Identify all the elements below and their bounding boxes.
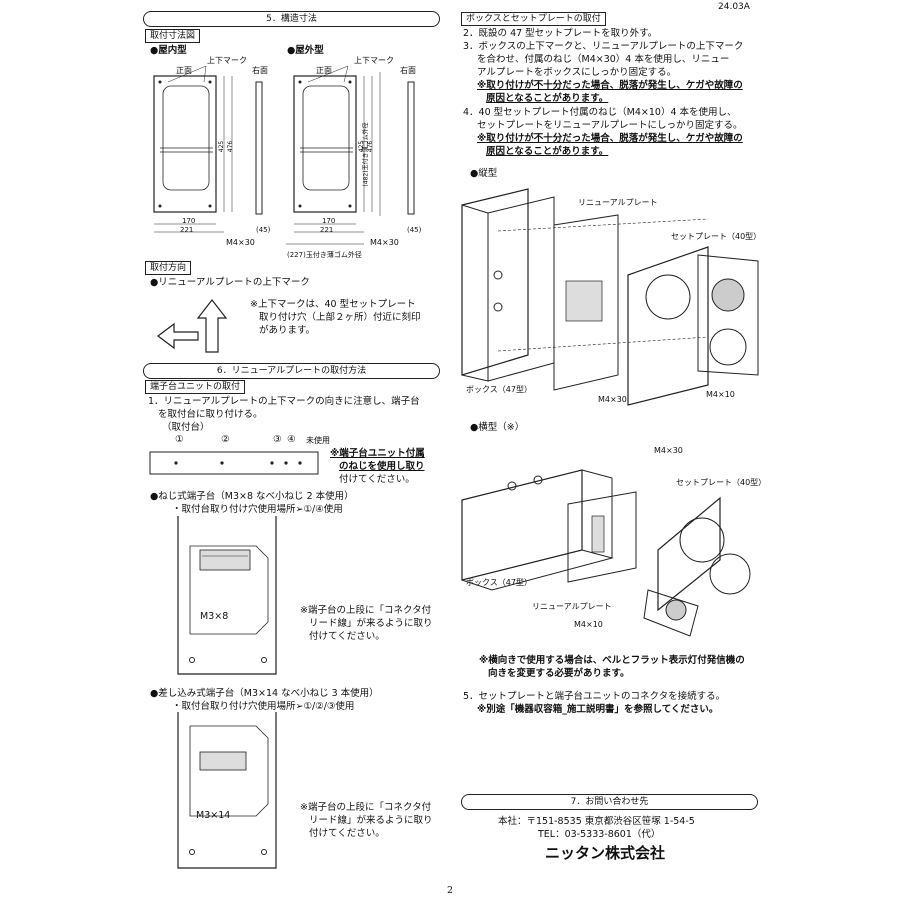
indoor-screw: M4×30	[226, 238, 255, 247]
indoor-170: 170	[182, 217, 196, 225]
horizontal-note2: 向きを変更する必要があります。	[488, 668, 630, 679]
push-terminal-drawing	[177, 712, 277, 869]
box-warning2a: ※取り付けが不十分だった場合、脱落が発生し、ケガや故障の	[477, 133, 743, 144]
section-7-title: 7．お問い合わせ先	[461, 794, 758, 810]
outdoor-221: 221	[320, 226, 334, 234]
horizontal-note1: ※横向きで使用する場合は、ベルとフラット表示灯付発信機の	[479, 655, 745, 666]
indoor-drawing	[153, 65, 263, 233]
horizontal-m430-label: M4×30	[654, 446, 683, 455]
screw-note3: 付けてください。	[309, 631, 385, 642]
box-warning2b: 原因となることがあります。	[486, 146, 609, 157]
screw-note2: リード線」が来るように取り	[309, 618, 433, 629]
vertical-title: ●縦型	[470, 168, 498, 179]
screw-type-title: ●ねじ式端子台（M3×8 なべ小ねじ 2 本使用）	[150, 491, 354, 502]
push-note1: ※端子台の上段に「コネクタ付	[300, 802, 432, 813]
screw-terminal-drawing	[177, 516, 277, 675]
outdoor-227: (227)玉付き薄ゴム外径	[287, 251, 362, 259]
mount-note3: 付けてください。	[339, 474, 415, 485]
box-tag: ボックスとセットプレートの取付	[461, 12, 606, 26]
horizontal-m410-label: M4×10	[574, 620, 603, 629]
horizontal-box-label: ボックス（47型）	[466, 578, 532, 587]
outdoor-482: (482)玉付き薄ゴム外径	[362, 122, 370, 187]
outdoor-45: (45)	[407, 226, 422, 234]
horizontal-title: ●横型（※）	[470, 422, 525, 433]
page-number: 2	[447, 885, 454, 896]
section-5-title: 5．構造寸法	[143, 11, 440, 27]
push-type-title: ●差し込み式端子台（M3×14 なべ小ねじ 3 本使用）	[150, 688, 379, 699]
indoor-mark-label: 上下マーク	[207, 56, 247, 65]
outdoor-screw: M4×30	[370, 238, 399, 247]
m314-label: M3×14	[196, 810, 231, 821]
doc-code: 24.03A	[718, 2, 750, 12]
hole-1: ①	[175, 434, 184, 445]
box-step3b: を合わせ、付属のねじ（M4×30）4 本を使用し、リニュー	[477, 54, 730, 65]
mount-plate-drawing	[149, 451, 319, 475]
push-holes: ・取付台取り付け穴使用場所➢①/②/③使用	[172, 701, 355, 712]
mount-note2: のねじを使用し取り	[339, 461, 425, 472]
horizontal-set-label: セットプレート（40型）	[676, 478, 767, 487]
indoor-front-label: 正面	[176, 66, 192, 75]
push-note3: 付けてください。	[309, 828, 385, 839]
outdoor-mark-label: 上下マーク	[354, 56, 394, 65]
hole-2: ②	[221, 434, 230, 445]
m38-label: M3×8	[200, 611, 229, 622]
step1-line1: 1．リニューアルプレートの上下マークの向きに注意し、端子台	[148, 396, 420, 407]
box-warning1a: ※取り付けが不十分だった場合、脱落が発生し、ケガや故障の	[477, 80, 743, 91]
dimension-tag: 取付寸法図	[145, 29, 201, 43]
hole-4: ④	[287, 434, 296, 445]
up-down-mark-icon	[157, 299, 228, 353]
direction-note2: 取り付け穴（上部２ヶ所）付近に刻印	[259, 312, 421, 323]
indoor-476: 476	[227, 140, 235, 153]
hole-3: ③	[273, 434, 282, 445]
vertical-box-label: ボックス（47型）	[466, 385, 532, 394]
vertical-m430-label: M4×30	[598, 395, 627, 404]
mount-note1: ※端子台ユニット付属	[330, 448, 425, 459]
outdoor-side-label: 右面	[400, 66, 416, 75]
box-warning1b: 原因となることがあります。	[486, 93, 609, 104]
outdoor-drawing	[286, 65, 415, 245]
indoor-221: 221	[180, 226, 194, 234]
company-name: ニッタン株式会社	[545, 844, 666, 862]
push-note2: リード線」が来るように取り	[309, 815, 433, 826]
box-step3a: 3．ボックスの上下マークと、リニューアルプレートの上下マーク	[463, 41, 744, 52]
direction-note1: ※上下マークは、40 型セットプレート	[250, 299, 416, 310]
vertical-m410-label: M4×10	[706, 390, 735, 399]
direction-note3: があります。	[259, 325, 316, 336]
screw-holes: ・取付台取り付け穴使用場所➢①/④使用	[172, 504, 343, 515]
unused-label: 未使用	[306, 436, 330, 445]
vertical-set-label: セットプレート（40型）	[671, 232, 762, 241]
horizontal-renewal-label: リニューアルプレート	[532, 602, 612, 611]
terminal-tag: 端子台ユニットの取付	[145, 380, 246, 394]
box-step4b: セットプレートをリニューアルプレートにしっかり固定する。	[477, 120, 743, 131]
box-step5-note: ※別途「機器収容箱_施工説明書」を参照してください。	[477, 704, 719, 715]
vertical-assembly-drawing	[461, 188, 759, 406]
direction-line1: ●リニューアルプレートの上下マーク	[150, 277, 310, 288]
box-step5: 5．セットプレートと端子台ユニットのコネクタを接続する。	[463, 691, 726, 702]
vertical-renewal-label: リニューアルプレート	[578, 198, 658, 207]
box-step4a: 4．40 型セットプレート付属のねじ（M4×10）4 本を使用し、	[463, 107, 737, 118]
indoor-title: ●屋内型	[150, 45, 187, 56]
outdoor-front-label: 正面	[316, 66, 332, 75]
step1-line2: を取付台に取り付ける。	[158, 409, 263, 420]
direction-tag: 取付方向	[145, 261, 192, 275]
section-6-title: 6．リニューアルプレートの取付方法	[143, 363, 440, 379]
indoor-45: (45)	[256, 226, 271, 234]
outdoor-170: 170	[322, 217, 336, 225]
screw-note1: ※端子台の上段に「コネクタ付	[300, 605, 432, 616]
indoor-side-label: 右面	[252, 66, 268, 75]
contact-tel: TEL：03-5333-8601（代）	[538, 829, 661, 840]
box-step3c: アルプレートをボックスにしっかり固定する。	[477, 67, 677, 78]
outdoor-title: ●屋外型	[287, 45, 324, 56]
horizontal-assembly-drawing	[461, 469, 751, 637]
box-step2: 2．既設の 47 型セットプレートを取り外す。	[463, 28, 658, 39]
mount-label: （取付台）	[162, 422, 210, 433]
contact-address: 本社：〒151-8535 東京都渋谷区笹塚 1-54-5	[498, 816, 695, 827]
